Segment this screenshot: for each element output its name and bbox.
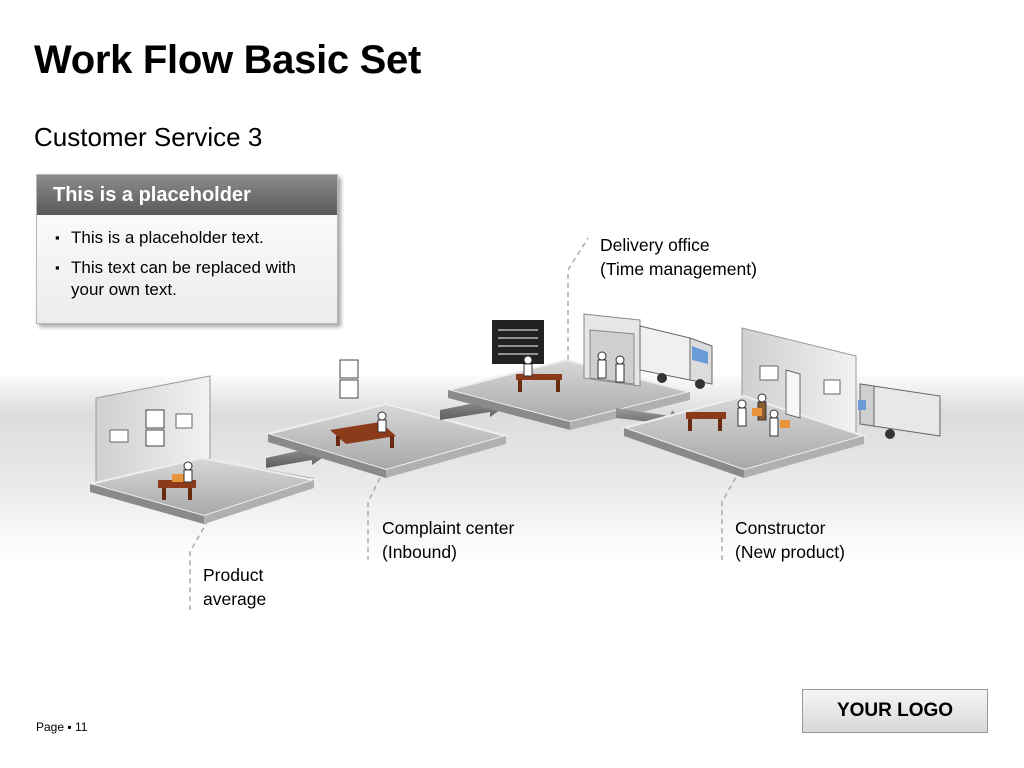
- leader-line-product: [189, 519, 209, 610]
- person: [377, 411, 387, 421]
- person: [183, 461, 193, 471]
- label-complaint: Complaint center (Inbound): [382, 516, 514, 564]
- person: [737, 399, 747, 409]
- label-product: Product average: [203, 563, 266, 611]
- placeholder-bullet: This text can be replaced with your own …: [55, 257, 327, 301]
- desk: [516, 374, 562, 380]
- person-sign: [339, 379, 359, 399]
- window: [109, 429, 129, 443]
- person: [523, 355, 533, 365]
- station-constructor: [620, 327, 941, 478]
- label-delivery: Delivery office (Time management): [600, 233, 757, 281]
- box: [752, 408, 762, 416]
- window: [759, 365, 779, 381]
- label-constructor: Constructor (New product): [735, 516, 845, 564]
- placeholder-bullet: This is a placeholder text.: [55, 227, 327, 249]
- person: [615, 355, 625, 365]
- label-line: (New product): [735, 542, 845, 562]
- label-line: Constructor: [735, 518, 826, 538]
- window: [175, 413, 193, 429]
- placeholder-heading: This is a placeholder: [37, 175, 337, 215]
- label-line: average: [203, 589, 267, 609]
- desk: [158, 480, 196, 488]
- schedule-board: [492, 320, 544, 364]
- box: [780, 420, 790, 428]
- page-number: Page ▪ 11: [36, 720, 88, 734]
- phone-sign: [145, 409, 165, 429]
- flow-arrow: [616, 408, 684, 430]
- tool-sign: [145, 429, 165, 447]
- leader-line-complaint: [367, 469, 385, 560]
- person: [597, 351, 607, 361]
- station-complaint: [264, 359, 510, 478]
- logo-box: YOUR LOGO: [802, 689, 988, 733]
- page-title: Work Flow Basic Set: [34, 38, 421, 82]
- window: [823, 379, 841, 395]
- person: [769, 409, 779, 419]
- phone-sign: [339, 359, 359, 379]
- person: [757, 393, 767, 403]
- station-delivery: [444, 313, 713, 430]
- delivery-truck: [639, 325, 713, 389]
- label-line: (Time management): [600, 259, 757, 279]
- box: [172, 474, 184, 482]
- leader-line-constructor: [721, 469, 741, 560]
- label-line: Delivery office: [600, 235, 710, 255]
- label-line: Product: [203, 565, 264, 585]
- door: [785, 369, 801, 419]
- placeholder-list: This is a placeholder text. This text ca…: [37, 227, 337, 301]
- desk: [686, 412, 726, 419]
- page-subtitle: Customer Service 3: [34, 122, 263, 152]
- label-line: Complaint center: [382, 518, 515, 538]
- leader-line-delivery: [567, 237, 589, 360]
- label-line: (Inbound): [382, 542, 457, 562]
- cargo-truck: [858, 383, 941, 439]
- station-product: [89, 375, 318, 524]
- placeholder-box: This is a placeholder This is a placehol…: [36, 174, 338, 324]
